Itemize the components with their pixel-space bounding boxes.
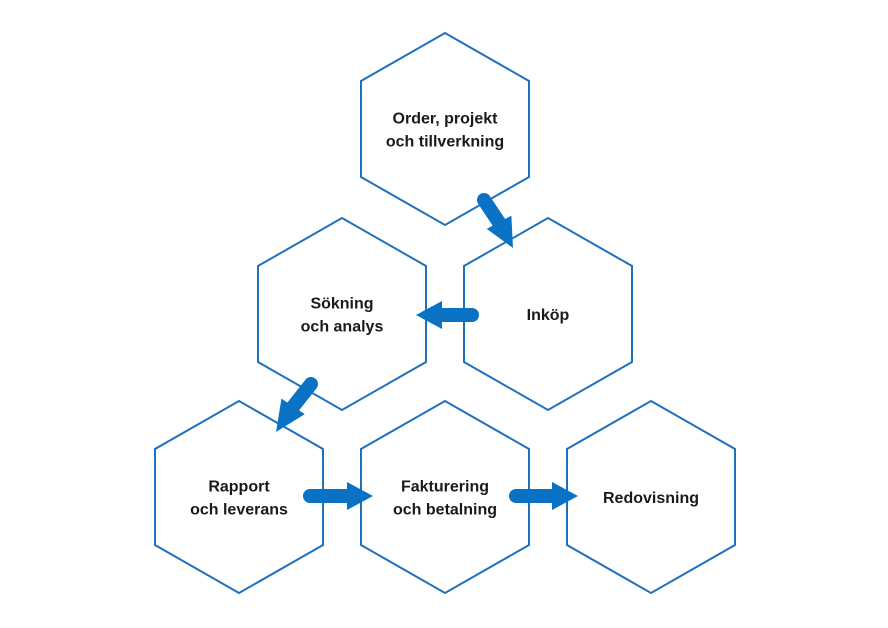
- arrow-shaft: [477, 193, 507, 231]
- node-label: Inköp: [527, 307, 570, 324]
- arrow-head: [416, 301, 442, 329]
- node-label: och betalning: [393, 502, 497, 519]
- hexagon-shape: [257, 216, 427, 412]
- hexagon-shape: [463, 216, 633, 412]
- node-label: och tillverkning: [386, 134, 504, 151]
- node-label: Rapport: [208, 479, 270, 496]
- hexagon-shape: [360, 31, 530, 227]
- hex-node-inkop: Inköp: [463, 216, 633, 412]
- hex-node-redovisning: Redovisning: [566, 399, 736, 595]
- arrow-fakturering-to-redovisning: [509, 482, 578, 510]
- node-label: Sökning: [310, 296, 373, 313]
- arrow-head: [552, 482, 578, 510]
- node-label: Fakturering: [401, 479, 489, 496]
- hex-node-order: Order, projekt och tillverkning: [360, 31, 530, 227]
- hexagon-shape: [566, 399, 736, 595]
- arrow-rapport-to-fakturering: [303, 482, 373, 510]
- node-label: Order, projekt: [393, 111, 499, 128]
- hex-node-sokning: Sökning och analys: [257, 216, 427, 412]
- arrow-head: [486, 215, 513, 248]
- arrow-shaft: [285, 377, 318, 415]
- node-label: och leverans: [190, 502, 288, 519]
- arrow-inkop-to-sokning: [416, 301, 479, 329]
- hex-node-fakturering: Fakturering och betalning: [360, 399, 530, 595]
- hexagon-shape: [360, 399, 530, 595]
- arrow-head: [347, 482, 373, 510]
- hexagon-shape: [154, 399, 324, 595]
- node-label: Redovisning: [603, 490, 699, 507]
- arrow-head: [276, 398, 305, 432]
- arrow-sokning-to-rapport: [276, 377, 318, 432]
- node-label: och analys: [301, 319, 384, 336]
- arrow-order-to-inkop: [477, 193, 513, 248]
- hex-node-rapport: Rapport och leverans: [154, 399, 324, 595]
